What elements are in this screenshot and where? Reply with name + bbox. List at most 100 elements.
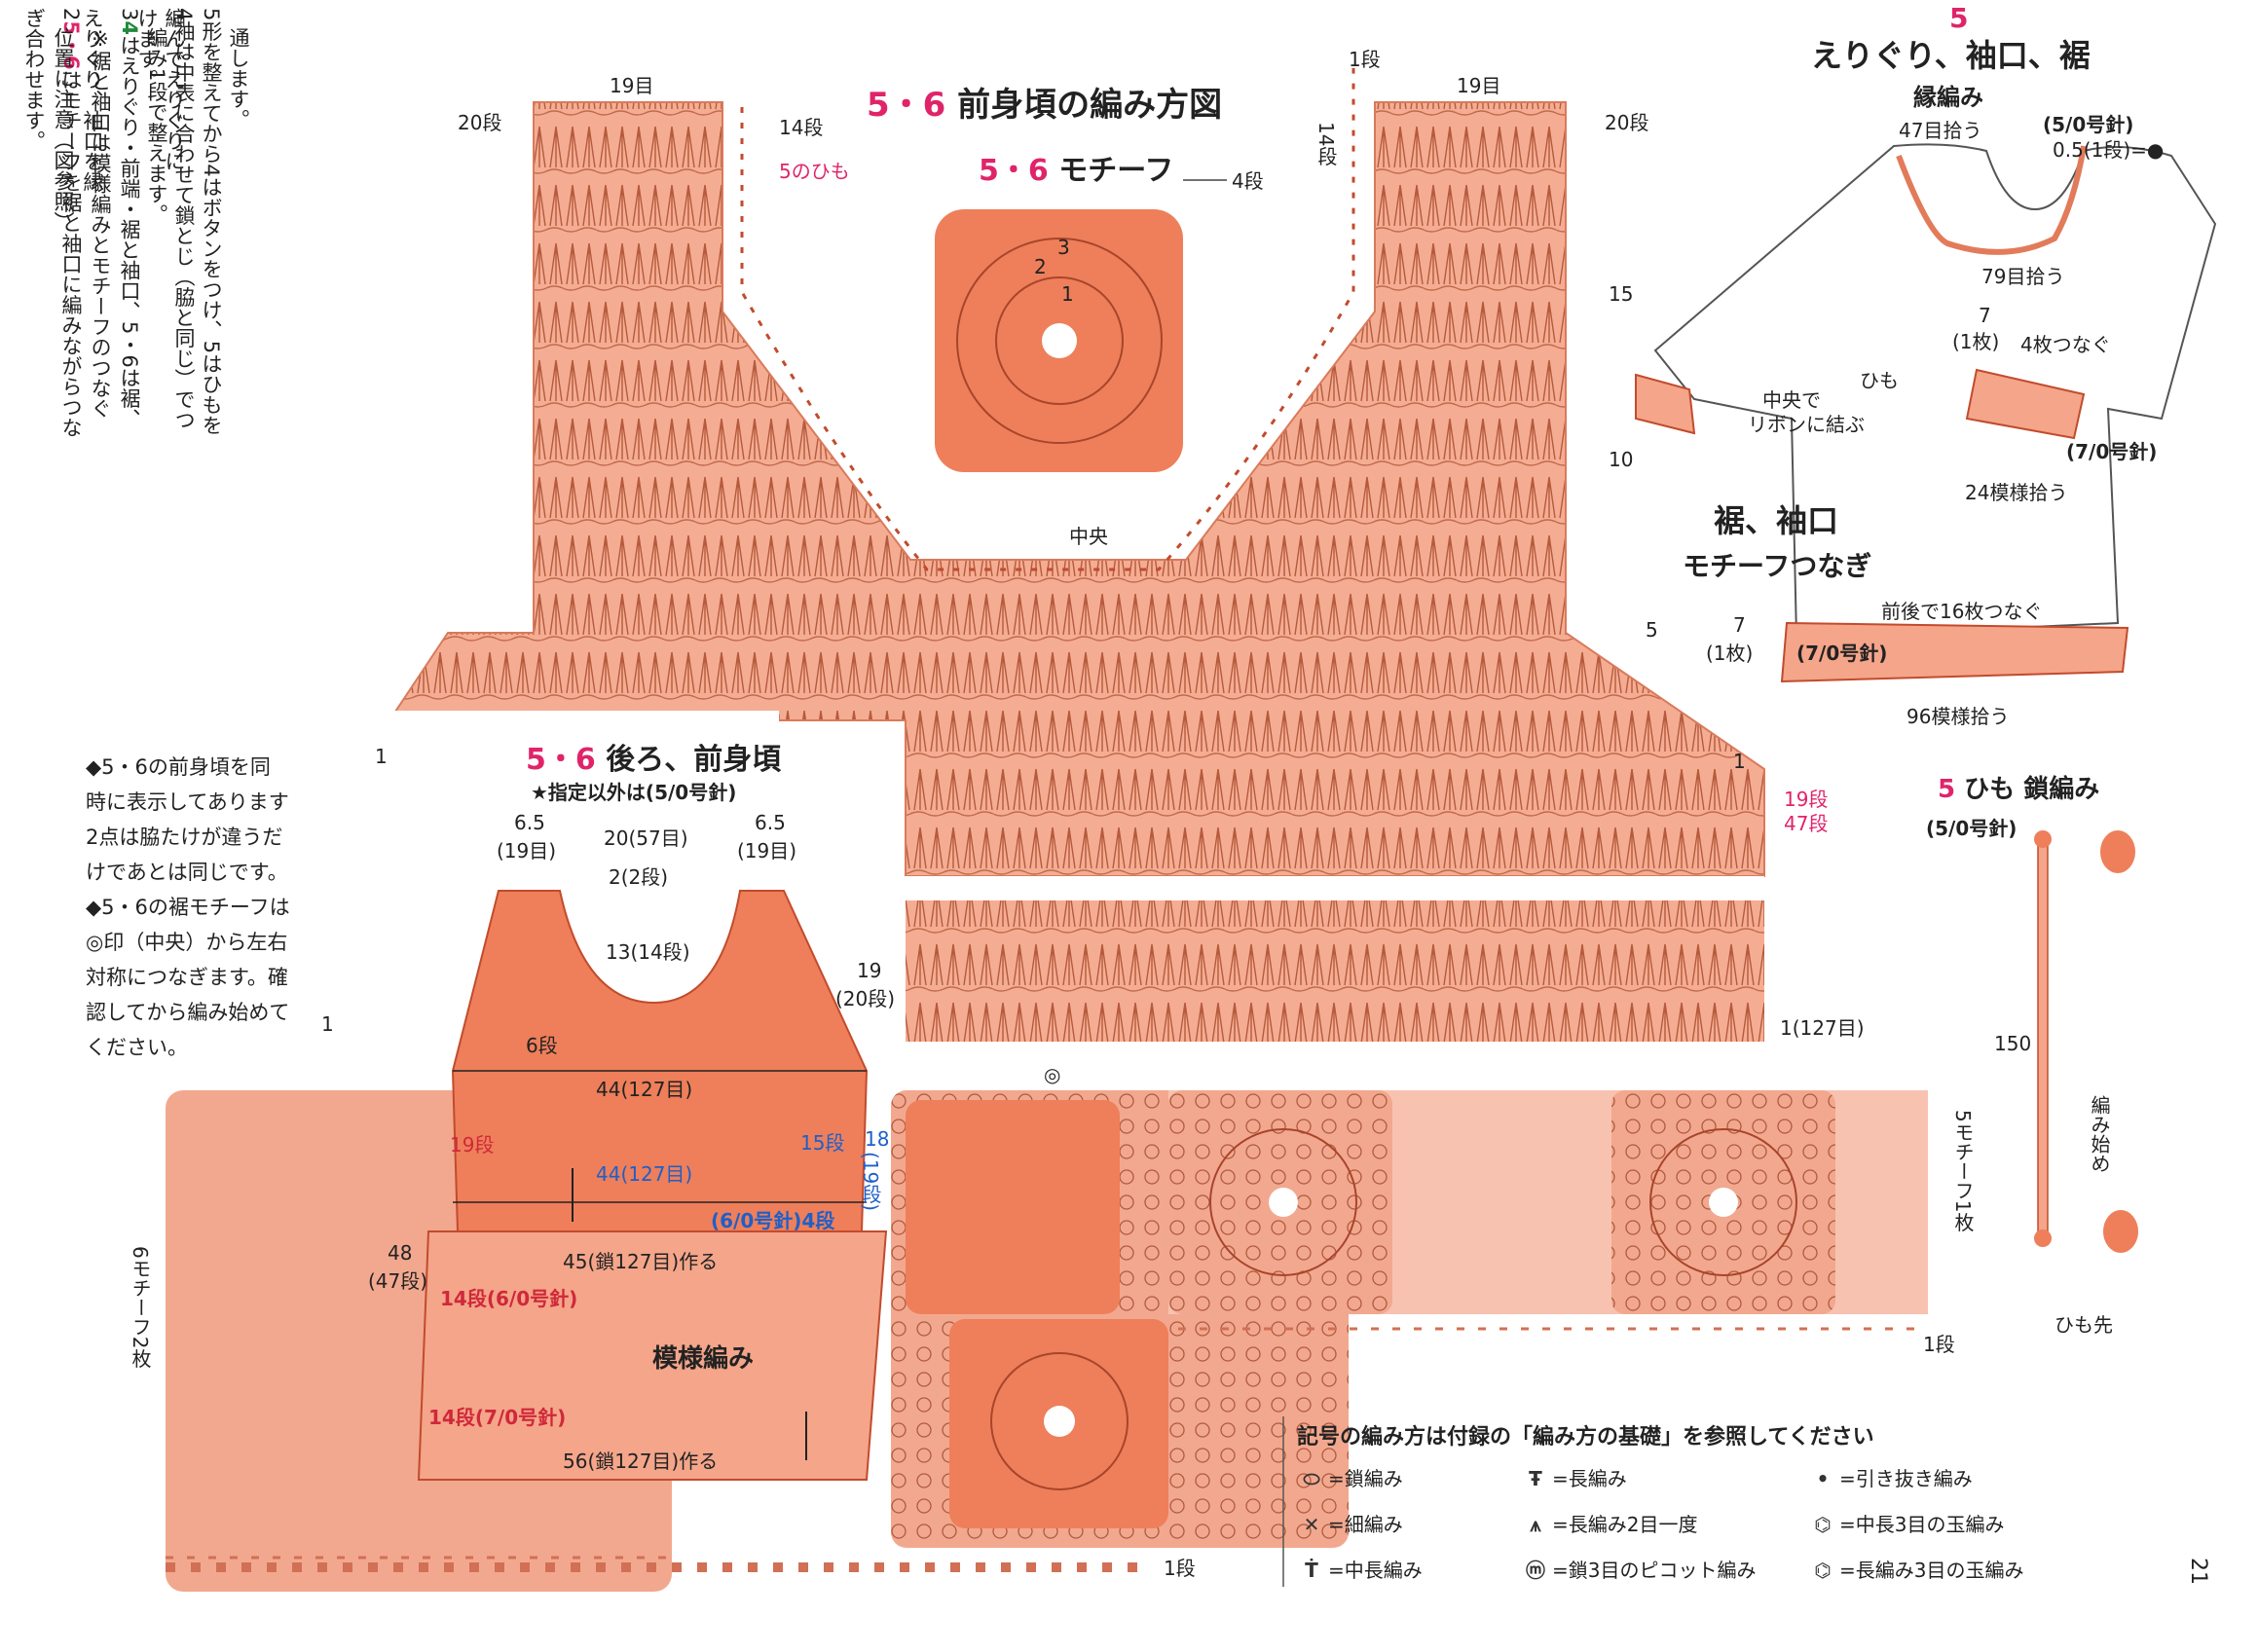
schematic-total-h: 48 <box>388 1241 413 1265</box>
front-chart-title: 5・6 前身頃の編み方図 <box>867 86 1223 125</box>
front-row1-side-left: 1 <box>375 745 388 768</box>
hem-motif5-label: 5モチーフ1枚 <box>1951 1110 1975 1232</box>
sweater-tie: ひも <box>1860 369 1899 392</box>
schematic-neck-depth: 13(14段) <box>606 940 690 964</box>
sweater-hem-sub: モチーフつなぎ <box>1683 550 1872 582</box>
schematic-total-rows: (47段) <box>368 1269 428 1293</box>
schematic-pattern: 模様編み <box>652 1344 755 1374</box>
schematic-row19: 19段 <box>450 1133 495 1156</box>
legend-heading: 記号の編み方は付録の「編み方の基礎」を参照してください <box>1297 1425 1874 1450</box>
front-row10: 10 <box>1609 448 1634 471</box>
schematic-shoulder-left: 6.5 <box>514 811 545 834</box>
motif-r3: 3 <box>1057 236 1070 259</box>
front-body-chart <box>350 68 1765 1042</box>
sweater-num: 5 <box>1949 2 1969 34</box>
schematic-row15: 15段 <box>800 1131 845 1155</box>
front-row14-left: 14段 <box>779 116 824 139</box>
side-note-2: 25・6はモチーフを裾と袖口に編みながらつなぎ合わせます。 <box>22 8 83 438</box>
front-row1-side-right: 1 <box>1733 750 1746 773</box>
front-row14-right: 14段 <box>1314 122 1338 166</box>
tr-cluster-icon: ⌬ <box>1814 1559 1832 1582</box>
schematic-title: 5・6 後ろ、前身頃 <box>526 743 782 777</box>
slip-icon: • <box>1816 1467 1830 1490</box>
legend-hdc: Ṫ=中長編み <box>1295 1555 1423 1583</box>
legend-hdc-cluster: ⌬=中長3目の玉編み <box>1806 1509 2004 1537</box>
sweater-join-16: 前後で16枚つなぐ <box>1881 600 2043 623</box>
schematic-note: ★指定以外は(5/0号針) <box>531 781 737 804</box>
schematic-armhole: 19 <box>857 959 882 982</box>
sweater-needle-7b: (7/0号針) <box>1796 642 1888 665</box>
schematic-rows14-6: 14段(6/0号針) <box>440 1287 578 1310</box>
single-icon: ✕ <box>1303 1513 1320 1536</box>
schematic-armhole-rows: (20段) <box>835 987 896 1010</box>
hem-motifs-right <box>1168 1090 1928 1331</box>
hem-row1-right: 1段 <box>1923 1333 1955 1356</box>
front-top-right-stitches: 19目 <box>1457 74 1501 97</box>
cord-end: ひも先 <box>2054 1313 2113 1337</box>
page-number: 21 <box>2186 1558 2210 1585</box>
hdc-icon: Ṫ <box>1305 1559 1318 1582</box>
schematic-shoulder-left-st: (19目) <box>497 839 557 863</box>
front-row47: 47段 <box>1784 812 1829 835</box>
cord-length: 150 <box>1994 1032 2032 1055</box>
schematic-side-depth: 6段 <box>526 1034 558 1057</box>
side-note-5: 5形を整えてから4はボタンをつけ、5はひもを編んでえりぐりに <box>163 8 223 436</box>
sweater-subtitle: 縁編み <box>1913 84 1983 111</box>
sweater-edge: 0.5(1段)=● <box>2053 138 2165 162</box>
side-note-3: 34はえりぐり・前端・裾と袖口、5・6は裾、えりぐり、袖口を縁 <box>81 8 141 429</box>
sweater-drawing <box>1635 143 2217 683</box>
schematic-shoulder-right: 6.5 <box>755 811 786 834</box>
schematic-mid-width: 44(127目) <box>596 1162 693 1186</box>
schematic-bust: 44(127目) <box>596 1078 693 1101</box>
front-center-label: 中央 <box>1069 525 1108 548</box>
sweater-pick-47: 47目拾う <box>1899 119 1982 142</box>
schematic-neck-drop: 2(2段) <box>609 865 669 889</box>
schematic-chain-56: 56(鎖127目)作る <box>563 1450 719 1473</box>
sweater-title: えりぐり、袖口、裾 <box>1811 37 2091 74</box>
side-note-2b: ※裾と袖口は模様編みとモチーフのつなぐ位置に注意（図参照） <box>52 27 112 419</box>
front-row15: 15 <box>1609 282 1634 306</box>
sweater-ribbon-2: リボンに結ぶ <box>1748 413 1865 436</box>
front-row19: 19段 <box>1784 788 1829 811</box>
picot-icon: ⓜ <box>1526 1559 1545 1582</box>
front-row20-left: 20段 <box>458 111 502 134</box>
side-note-3b: 編み1段で整えます。 <box>145 27 168 225</box>
front-row5: 5 <box>1646 618 1658 642</box>
hem-motif6-label: 6モチーフ2枚 <box>129 1246 152 1369</box>
schematic-shoulder-right-st: (19目) <box>737 839 797 863</box>
cord-title: 5 ひも 鎖編み <box>1938 775 2100 804</box>
motif-row4: 4段 <box>1232 169 1264 193</box>
sweater-ribbon-1: 中央で <box>1762 388 1821 412</box>
side-note-5b: 通します。 <box>227 27 250 129</box>
front-top-left-stitches: 19目 <box>610 74 654 97</box>
sweater-seven-b: 7 <box>1733 613 1746 637</box>
chain-icon: ⬭ <box>1303 1467 1320 1490</box>
schematic-needle-6: (6/0号針)4段 <box>711 1209 835 1232</box>
front-bottom-row: 1(127目) <box>1780 1016 1865 1040</box>
sweater-needle-7: (7/0号針) <box>2066 440 2158 463</box>
notes-box: ◆5・6の前身頃を同 時に表示してあります 2点は脇たけが違うだ けであとは同じ… <box>86 755 290 1059</box>
legend-tr-cluster: ⌬=長編み3目の玉編み <box>1806 1555 2023 1583</box>
legend-single: ✕=細編み <box>1295 1509 1403 1537</box>
sweater-four-join: 4枚つなぐ <box>2020 333 2111 356</box>
sweater-one-b: (1枚) <box>1706 642 1754 665</box>
sweater-needle-5: (5/0号針) <box>2043 113 2134 136</box>
side-note-4: 4袖は中表に合わせて鎖とじ（脇と同じ）でつけます。 <box>135 8 196 430</box>
front-row20-right: 20段 <box>1605 111 1649 134</box>
legend-treble: Ŧ=長編み <box>1519 1463 1627 1491</box>
cord-drawing <box>2034 830 2138 1253</box>
schematic-shape <box>417 890 888 1481</box>
sweater-hem-title: 裾、袖口 <box>1714 502 1839 539</box>
schematic-chain-45: 45(鎖127目)作る <box>563 1250 719 1273</box>
sweater-pick-96: 96模様拾う <box>1906 705 2010 728</box>
treble2tog-icon: ⩚ <box>1530 1513 1541 1536</box>
sweater-one-motif: (1枚) <box>1952 330 2000 353</box>
hem-row1-bottom: 1段 <box>1164 1557 1196 1580</box>
legend-treble2tog: ⩚=長編み2目一度 <box>1519 1509 1697 1537</box>
motif-title: 5・6 モチーフ <box>979 154 1174 188</box>
legend-chain: ⬭=鎖編み <box>1295 1463 1402 1491</box>
front-row1-right: 1段 <box>1349 48 1381 71</box>
legend-picot: ⓜ=鎖3目のピコット編み <box>1519 1555 1756 1583</box>
side-notes: 25・6はモチーフを裾と袖口に編みながらつなぎ合わせます。 ※裾と袖口は模様編み… <box>22 0 250 438</box>
